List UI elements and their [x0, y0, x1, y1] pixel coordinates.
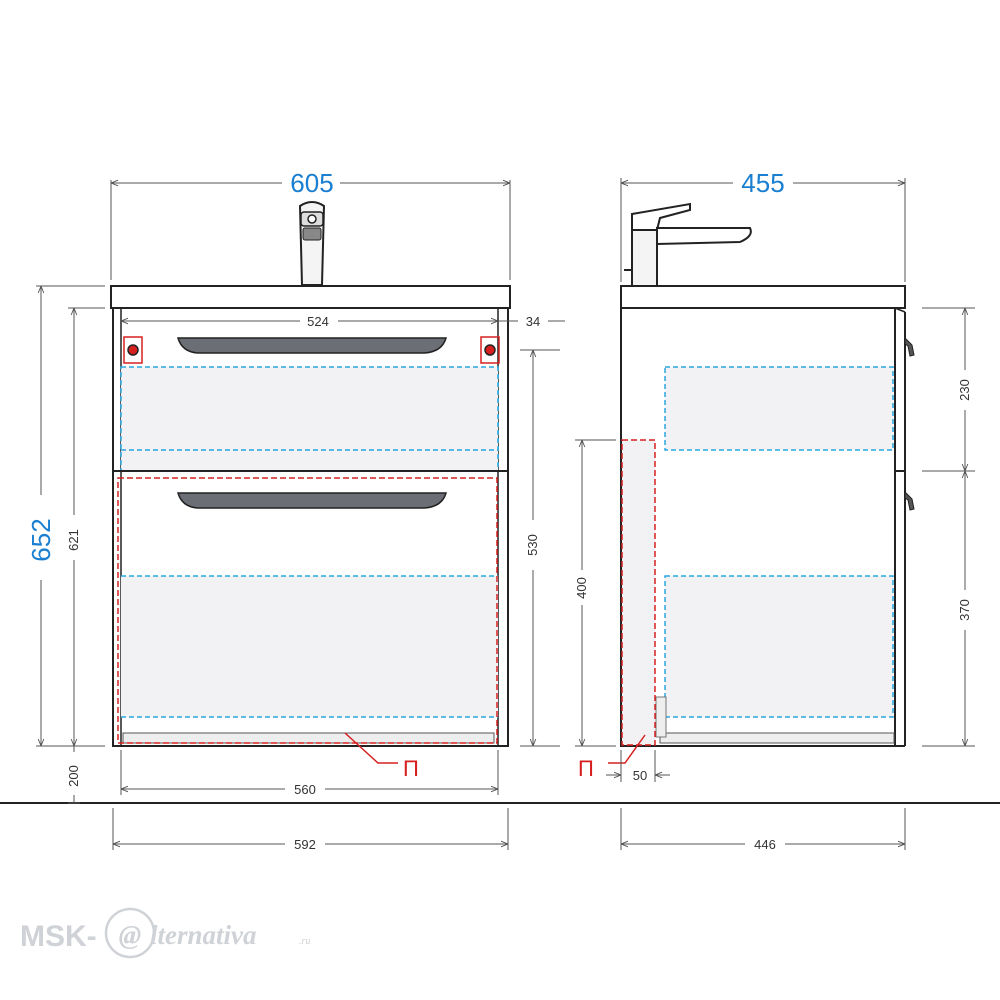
floor-height-label: 200	[66, 765, 81, 787]
pipe-zone-side	[621, 439, 656, 746]
pipe-zone-front	[117, 477, 498, 744]
countertop-front	[110, 285, 511, 309]
mount-right	[480, 336, 500, 364]
countertop-side	[620, 285, 906, 309]
side-depth-label: 455	[741, 168, 784, 198]
side-offset-label: 34	[526, 314, 540, 329]
side-handle-lower	[904, 490, 915, 511]
front-height-label: 652	[26, 518, 56, 561]
front-width-label: 605	[290, 168, 333, 198]
upper-drawer-label: 230	[957, 379, 972, 401]
lower-drawer-label: 370	[957, 599, 972, 621]
drawer-height-label: 530	[525, 534, 540, 556]
faucet-front	[298, 201, 326, 286]
pipe-offset-label: 50	[633, 768, 647, 783]
upper-drawer-front	[120, 366, 499, 472]
inner-width-label: 524	[307, 314, 329, 329]
side-view: П	[578, 202, 915, 781]
watermark-domain: .ru	[299, 936, 310, 947]
bottom-outer-width-label: 592	[294, 837, 316, 852]
front-dimensions	[36, 180, 565, 850]
side-upper-drawer-box	[664, 366, 894, 451]
watermark-logo: MSK- @ lternativa .ru	[20, 907, 310, 959]
side-dimensions	[575, 178, 975, 850]
pipe-label-front: П	[403, 756, 419, 781]
watermark-prefix: MSK-	[20, 920, 97, 953]
pipe-zone-height-label: 400	[574, 577, 589, 599]
lower-drawer-front	[121, 576, 498, 717]
bottom-inner-width-label: 560	[294, 782, 316, 797]
side-lower-drawer-box	[664, 575, 894, 718]
side-handle-upper	[904, 336, 915, 357]
lower-handle	[177, 492, 447, 509]
mount-left	[123, 336, 143, 364]
faucet-side	[624, 202, 752, 287]
front-view: П	[110, 201, 511, 781]
pipe-label-side: П	[578, 756, 594, 781]
cabinet-depth-label: 446	[754, 837, 776, 852]
upper-handle	[177, 337, 447, 354]
watermark-suffix: lternativa	[150, 920, 257, 950]
watermark-at: @	[119, 920, 141, 950]
cabinet-height-label: 621	[66, 529, 81, 551]
